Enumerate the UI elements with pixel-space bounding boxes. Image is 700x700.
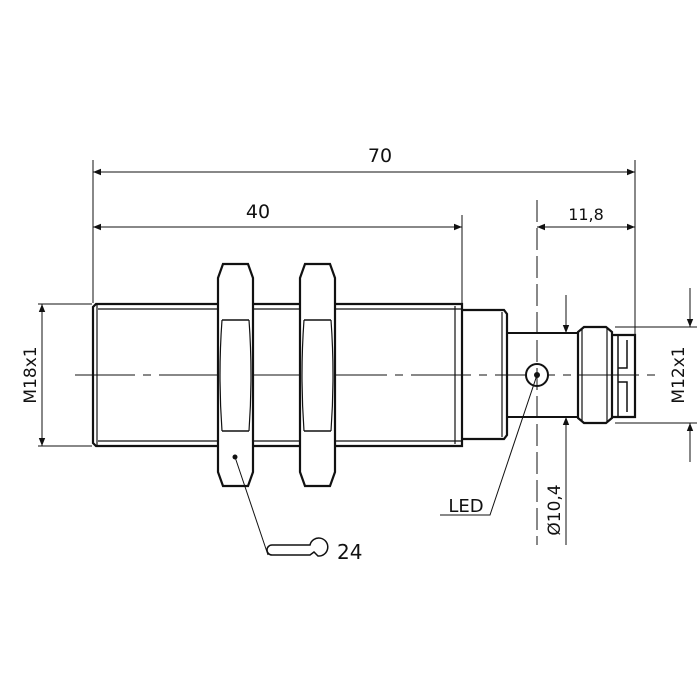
dim-11-8-label: 11,8 bbox=[568, 205, 604, 224]
dim-40-label: 40 bbox=[246, 201, 270, 223]
nut-1 bbox=[216, 262, 255, 488]
m12-label: M12x1 bbox=[669, 346, 689, 403]
m18-label: M18x1 bbox=[21, 346, 41, 403]
led-leader bbox=[440, 374, 538, 516]
extension-lines bbox=[38, 160, 697, 447]
led-label: LED bbox=[448, 496, 483, 517]
connector bbox=[576, 325, 637, 425]
d10-4-label: Ø10,4 bbox=[545, 484, 565, 535]
nut-2 bbox=[298, 262, 337, 488]
dim-70-label: 70 bbox=[368, 145, 392, 167]
wrench-icon bbox=[266, 537, 329, 557]
dimension-lines bbox=[38, 168, 694, 556]
collar bbox=[454, 306, 509, 444]
wrench-size-label: 24 bbox=[337, 540, 362, 564]
threaded-body bbox=[91, 302, 464, 448]
